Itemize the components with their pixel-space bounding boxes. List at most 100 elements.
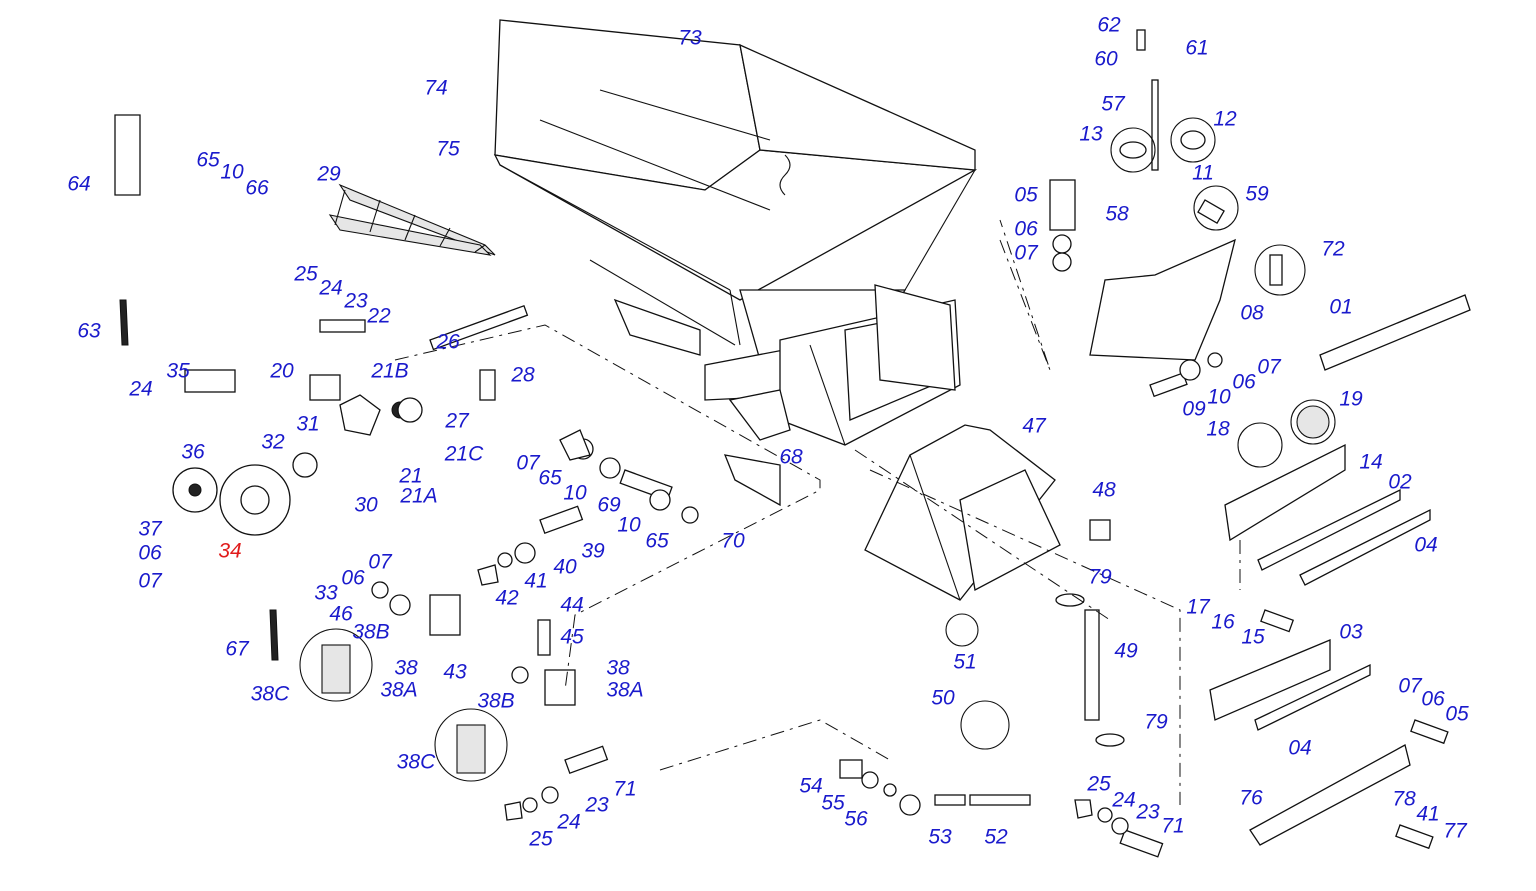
part-label-49: 49 — [1114, 639, 1138, 663]
assembly-dash-lines — [394, 219, 1241, 805]
middle-shaft-parts — [371, 429, 781, 706]
right-side-spinner — [1049, 29, 1471, 850]
part-label-78: 78 — [1392, 787, 1416, 811]
part-label-43: 43 — [443, 660, 467, 684]
part-label-61: 61 — [1185, 36, 1209, 60]
part-label-76: 76 — [1239, 786, 1263, 810]
part-label-38B: 38B — [352, 620, 390, 644]
part-label-36: 36 — [181, 440, 205, 464]
conveyor-chain — [328, 183, 496, 256]
part-label-46: 46 — [329, 602, 353, 626]
part-label-62: 62 — [1097, 13, 1121, 37]
part-label-44: 44 — [560, 593, 584, 617]
part-label-51: 51 — [953, 650, 977, 674]
part-label-79: 79 — [1088, 565, 1112, 589]
part-label-07: 07 — [1257, 355, 1281, 379]
part-label-02: 02 — [1388, 470, 1412, 494]
part-label-63: 63 — [77, 319, 101, 343]
part-label-66: 66 — [245, 176, 269, 200]
part-label-23: 23 — [585, 793, 609, 817]
part-label-60: 60 — [1094, 47, 1118, 71]
part-label-10: 10 — [617, 513, 641, 537]
part-label-16: 16 — [1211, 610, 1235, 634]
part-label-25: 25 — [1087, 772, 1111, 796]
part-label-05: 05 — [1445, 702, 1469, 726]
part-label-74: 74 — [424, 76, 448, 100]
discharge-chute — [864, 424, 1125, 747]
part-label-21C: 21C — [444, 442, 484, 466]
lower-linkage — [839, 700, 1164, 858]
part-label-31: 31 — [296, 412, 320, 436]
lower-bolts — [504, 745, 609, 821]
part-label-03: 03 — [1339, 620, 1363, 644]
part-label-72: 72 — [1321, 237, 1345, 261]
part-label-50: 50 — [931, 686, 955, 710]
part-label-38A: 38A — [606, 678, 644, 702]
part-label-41: 41 — [1416, 802, 1440, 826]
part-label-70: 70 — [721, 529, 745, 553]
part-label-37: 37 — [138, 517, 162, 541]
part-label-39: 39 — [581, 539, 605, 563]
part-label-11: 11 — [1192, 161, 1214, 185]
part-label-22: 22 — [367, 304, 391, 328]
grease-nipples — [299, 628, 508, 782]
part-label-07: 07 — [368, 550, 392, 574]
part-label-04: 04 — [1288, 736, 1312, 760]
part-label-65: 65 — [645, 529, 669, 553]
part-label-47: 47 — [1022, 414, 1046, 438]
part-label-38A: 38A — [380, 678, 418, 702]
part-label-15: 15 — [1241, 625, 1265, 649]
part-label-38C: 38C — [396, 750, 436, 774]
part-label-29: 29 — [317, 162, 341, 186]
part-label-25: 25 — [529, 827, 553, 851]
part-label-65: 65 — [538, 466, 562, 490]
part-label-30: 30 — [354, 493, 378, 517]
part-label-26: 26 — [436, 330, 460, 354]
part-label-12: 12 — [1213, 107, 1237, 131]
part-label-38: 38 — [606, 656, 630, 680]
part-label-38: 38 — [394, 656, 418, 680]
part-label-10: 10 — [1207, 385, 1231, 409]
part-label-04: 04 — [1414, 533, 1438, 557]
part-label-17: 17 — [1186, 595, 1210, 619]
part-label-34-highlighted: 34 — [218, 539, 242, 563]
part-label-19: 19 — [1339, 387, 1363, 411]
part-label-73: 73 — [678, 26, 702, 50]
part-label-54: 54 — [799, 774, 823, 798]
part-label-24: 24 — [319, 276, 343, 300]
part-label-55: 55 — [821, 791, 845, 815]
part-label-35: 35 — [166, 359, 190, 383]
part-label-71: 71 — [613, 777, 637, 801]
frame-chassis — [589, 259, 961, 446]
part-label-79: 79 — [1144, 710, 1168, 734]
part-label-10: 10 — [563, 481, 587, 505]
part-label-58: 58 — [1105, 202, 1129, 226]
part-label-59: 59 — [1245, 182, 1269, 206]
part-label-64: 64 — [67, 172, 91, 196]
part-label-69: 69 — [597, 493, 621, 517]
part-label-32: 32 — [261, 430, 285, 454]
part-label-67: 67 — [225, 637, 249, 661]
part-label-24: 24 — [557, 810, 581, 834]
part-label-53: 53 — [928, 825, 952, 849]
part-label-27: 27 — [445, 409, 469, 433]
part-label-38C: 38C — [250, 682, 290, 706]
part-label-48: 48 — [1092, 478, 1116, 502]
left-side-parts — [114, 114, 529, 661]
part-label-06: 06 — [1014, 217, 1038, 241]
part-label-06: 06 — [341, 566, 365, 590]
part-label-28: 28 — [511, 363, 535, 387]
part-label-75: 75 — [436, 137, 460, 161]
part-label-77: 77 — [1443, 819, 1467, 843]
part-label-07: 07 — [1014, 241, 1038, 265]
part-label-21A: 21A — [400, 484, 438, 508]
part-label-09: 09 — [1182, 397, 1206, 421]
part-label-20: 20 — [270, 359, 294, 383]
part-label-25: 25 — [294, 262, 318, 286]
part-label-01: 01 — [1329, 295, 1353, 319]
part-label-06: 06 — [1421, 687, 1445, 711]
part-label-18: 18 — [1206, 417, 1230, 441]
part-label-23: 23 — [344, 289, 368, 313]
